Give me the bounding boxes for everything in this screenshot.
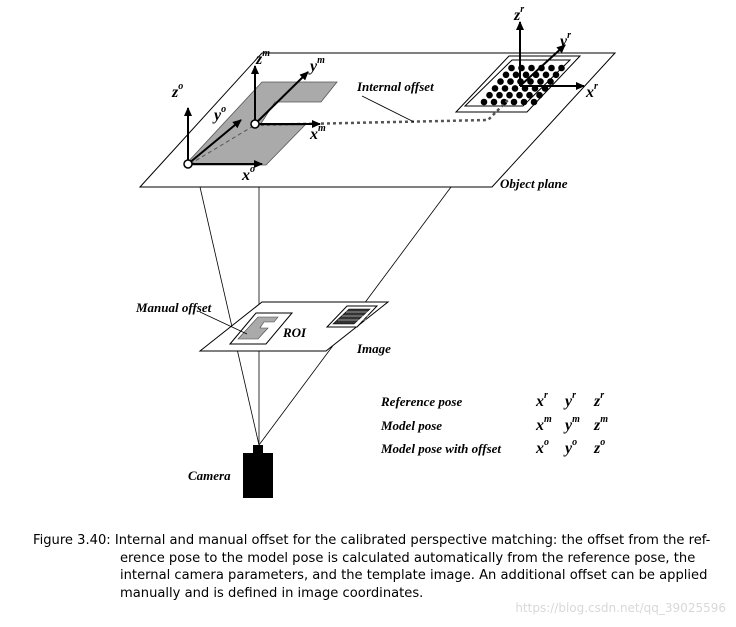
calibration-dot <box>520 98 528 106</box>
x-ref-label: xr <box>585 81 598 101</box>
calibration-dot <box>508 64 515 72</box>
calibration-dot <box>548 64 555 72</box>
calibration-dot <box>497 78 504 85</box>
calibration-dot <box>538 64 545 72</box>
image-calibration-plate <box>325 305 379 328</box>
calibration-dot <box>480 98 488 106</box>
legend-ref-x: xr <box>535 390 548 410</box>
object-plane-label: Object plane <box>500 176 568 191</box>
y-offset-label: yo <box>212 104 226 124</box>
calibration-dot <box>496 91 503 99</box>
calibration-dot <box>528 64 535 72</box>
legend-model-z: zm <box>593 414 608 434</box>
calibration-dot <box>527 78 534 85</box>
z-offset-label: zo <box>171 81 183 101</box>
internal-offset-pointer <box>361 95 415 123</box>
manual-offset-pointer <box>199 311 248 335</box>
calibration-dot <box>511 85 519 92</box>
legend-reference-pose: Reference pose <box>380 394 462 409</box>
legend-offset-x: xo <box>535 437 549 457</box>
y-ref-label: yr <box>558 30 571 50</box>
calibration-dot <box>516 91 523 99</box>
legend-model-pose: Model pose <box>380 418 442 433</box>
roi-label: ROI <box>282 325 307 340</box>
legend-offset-y: yo <box>563 437 577 457</box>
caption-line-3: internal camera parameters, and the temp… <box>120 568 708 584</box>
caption-line-4: manually and is defined in image coordin… <box>120 585 424 601</box>
image-roi <box>228 312 294 345</box>
calibration-dot <box>526 91 533 99</box>
calibration-dot <box>507 78 514 85</box>
calibration-dot <box>558 64 565 72</box>
legend-offset-z: zo <box>593 437 605 457</box>
legend-ref-y: yr <box>563 390 576 410</box>
z-ref-label: zr <box>513 4 524 24</box>
model-pose-axes <box>250 65 321 129</box>
calibration-dot <box>537 78 544 85</box>
calibration-dot <box>522 71 530 79</box>
calibration-dot <box>552 71 560 79</box>
internal-offset-line <box>254 97 511 127</box>
y-model-label: ym <box>308 55 325 75</box>
camera-icon <box>243 445 273 498</box>
legend-model-x: xm <box>535 414 552 434</box>
figure-caption: Figure 3.40: Internal and manual offset … <box>33 532 723 602</box>
x-offset-label: xo <box>241 164 255 184</box>
image-label: Image <box>356 341 391 356</box>
x-model-label: xm <box>309 123 326 143</box>
calibration-dot <box>536 91 543 99</box>
calibration-dot <box>506 91 513 99</box>
caption-line-2: erence pose to the model pose is calcula… <box>120 550 696 566</box>
pose-legend: Reference pose Model pose Model pose wit… <box>380 390 608 457</box>
calibration-dot <box>512 71 520 79</box>
reference-calibration-plate <box>454 55 582 113</box>
calibration-dot <box>500 98 508 106</box>
watermark: https://blog.csdn.net/qq_39025596 <box>515 601 726 615</box>
reference-pose-axes <box>516 21 585 90</box>
legend-model-y: ym <box>563 414 580 434</box>
calibration-dot <box>491 85 499 92</box>
calibration-dot <box>542 71 550 79</box>
calibration-dot <box>490 98 498 106</box>
legend-ref-z: zr <box>593 390 604 410</box>
calibration-dot <box>547 78 554 85</box>
offset-pose-axes <box>183 107 263 169</box>
model-dashed-line <box>189 124 256 165</box>
calibration-dot <box>510 98 518 106</box>
calibration-dot <box>530 98 538 106</box>
z-model-label: zm <box>255 48 270 68</box>
calibration-dot <box>486 91 493 99</box>
calibration-dot <box>501 85 509 92</box>
camera-label: Camera <box>188 468 231 483</box>
manual-offset-label: Manual offset <box>135 300 212 315</box>
calibration-dot <box>502 71 510 79</box>
caption-line-1: Figure 3.40: Internal and manual offset … <box>33 533 711 548</box>
internal-offset-label: Internal offset <box>356 79 434 94</box>
legend-model-pose-offset: Model pose with offset <box>380 441 501 456</box>
calibration-dots <box>480 64 565 106</box>
